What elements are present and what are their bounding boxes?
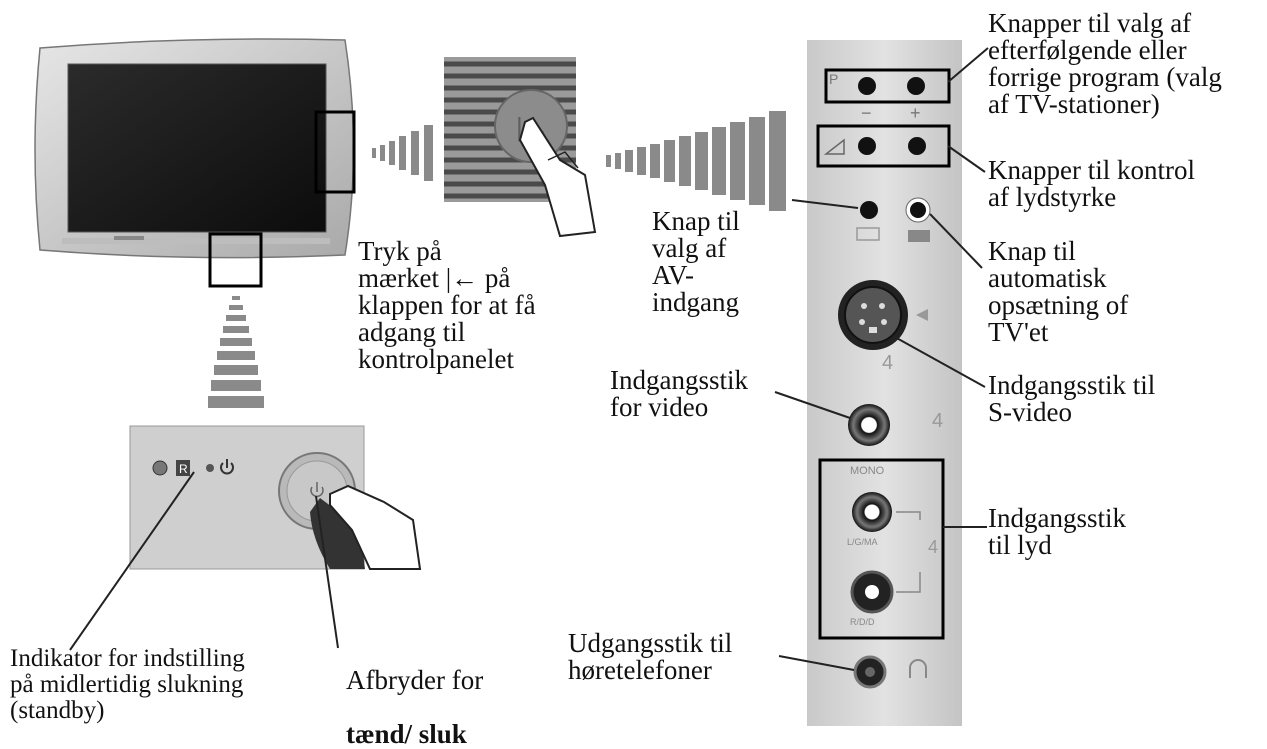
panel-marking-audio-number: 4 [928,537,939,557]
flap-photo: |← [444,57,597,238]
label-svideo-input: Indgangsstik til S-video [988,370,1156,427]
label-volume-buttons: Knapper til kontrol af lydstyrke [988,155,1195,212]
label-av-input-button: Knap til valg af AV- indgang [652,206,740,317]
side-control-panel [807,40,962,726]
label-video-input: Indgangsstik for video [610,365,748,422]
label-audio-input: Indgangsstik til lyd [988,503,1126,560]
power-highlight-box [208,232,263,288]
flap-highlight-box [314,110,356,194]
zoom-beam-panel [606,111,786,211]
diagram: |← R [10,8,1222,748]
leader-lines [69,47,989,671]
label-power-switch-line1: Afbryder for [346,665,484,695]
label-tap-instruction: Tryk på mærket |← på klappen for at få a… [358,236,536,374]
headphone-icon [909,659,927,678]
label-program-buttons: Knapper til valg af efterfølgende eller … [988,8,1222,119]
label-power-switch: Afbryder for tænd/ sluk [346,640,483,748]
label-standby-indicator: Indikator for indstilling på midlertidig… [10,645,245,724]
diagram-artwork: |← R [34,38,989,726]
panel-marking-audio-right: R/D/D [850,617,875,627]
panel-marking-mono: MONO [850,465,885,477]
panel-marking-p: P [829,71,839,87]
label-power-switch-line2: tænd/ sluk [346,719,467,749]
panel-marking-plus: + [910,103,921,123]
panel-marking-svideo-number: 4 [882,352,894,374]
svg-text:R: R [179,462,188,476]
power-panel-photo: R [129,425,422,570]
label-headphone-output: Udgangsstik til høretelefoner [568,628,733,685]
zoom-beam-flap [372,125,433,181]
panel-marking-video-number: 4 [932,410,944,432]
panel-marking-minus: − [861,103,872,123]
tv-set [34,38,355,259]
label-auto-setup-button: Knap til automatisk opsætning of TV'et [988,236,1129,347]
power-icon [220,459,234,475]
panel-marking-audio-left: L/G/MA [847,537,878,547]
zoom-beam-power [208,296,264,408]
